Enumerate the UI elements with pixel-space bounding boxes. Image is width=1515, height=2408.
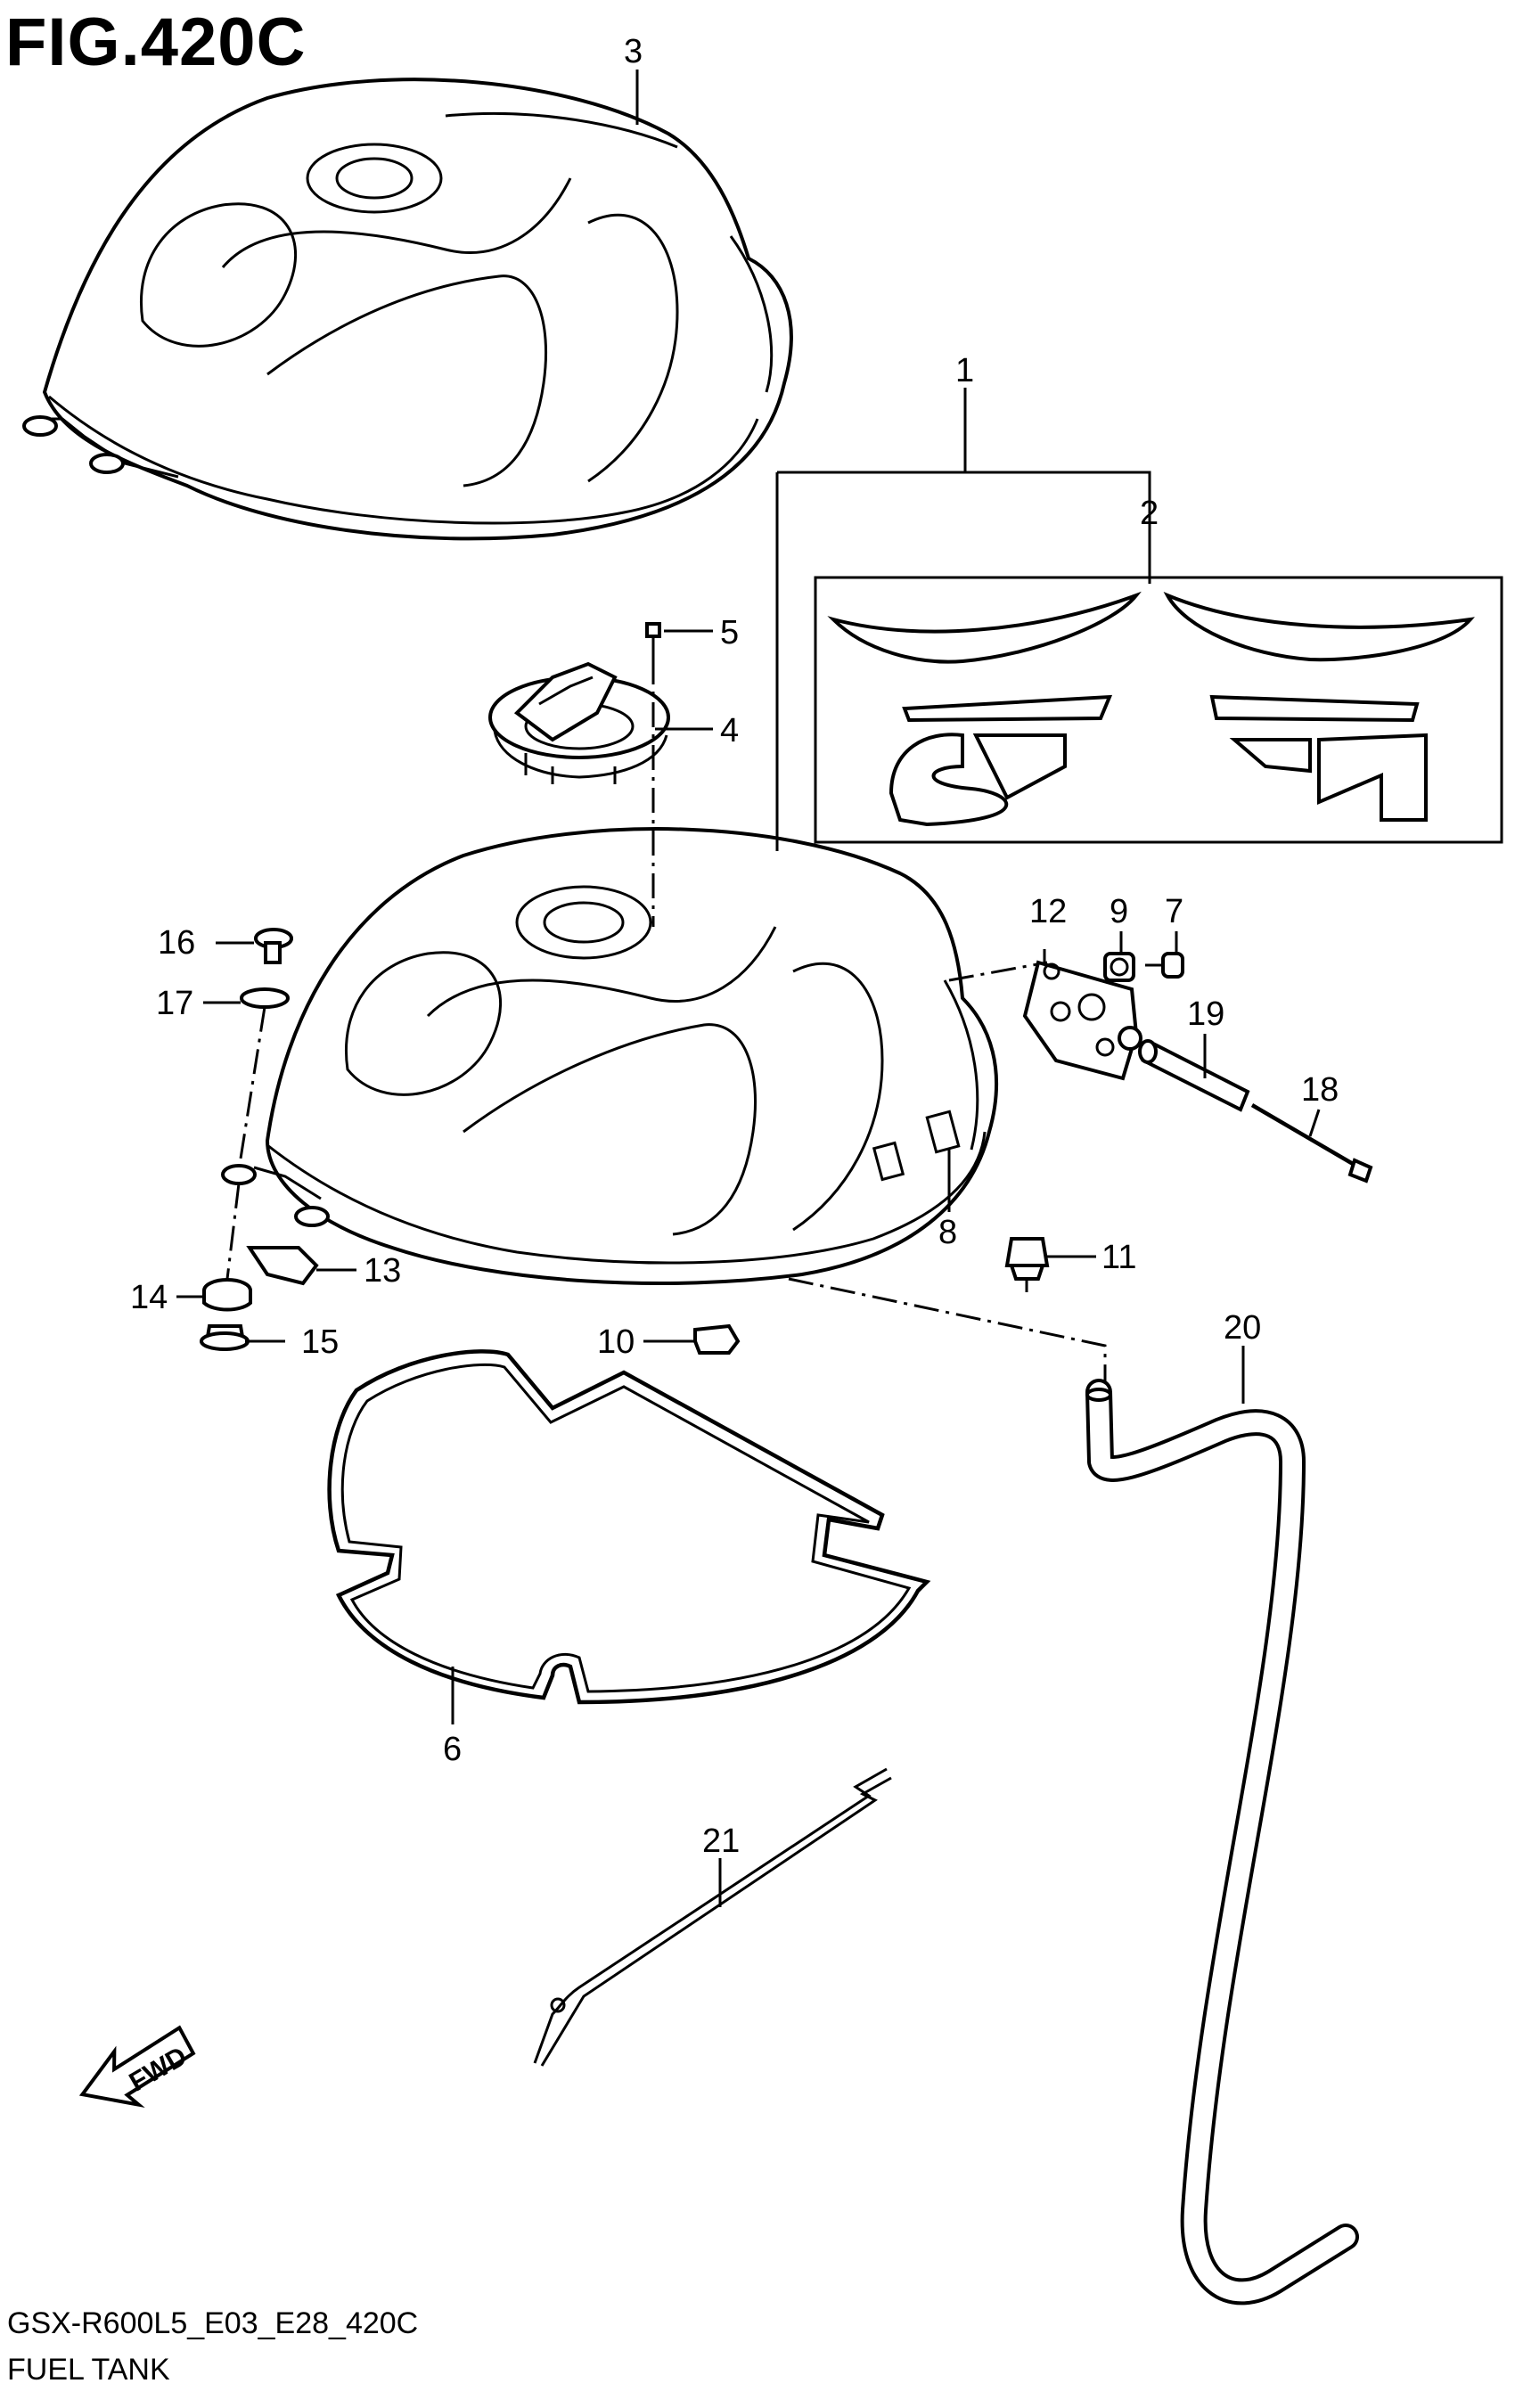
bolt-16 [254,928,293,964]
alignment-line-washer [239,1006,266,1159]
callout-5: 5 [720,614,739,651]
fuel-tank-upper [22,78,793,541]
tank-gasket [327,1349,931,1705]
callout-19: 19 [1187,995,1224,1033]
callout-4: 4 [720,712,739,749]
callout-14: 14 [130,1279,168,1316]
callout-12: 12 [1029,893,1067,930]
emblem-kit [775,471,1503,851]
callout-numbers: 3 1 2 5 4 16 17 12 9 7 19 18 8 11 13 14 … [130,33,1339,1860]
breather-hose [1085,1379,1359,2306]
callout-17: 17 [156,985,193,1022]
bolt-small [1145,952,1184,979]
callout-11: 11 [1101,1239,1136,1276]
callout-1: 1 [955,352,974,389]
callout-20: 20 [1224,1309,1261,1347]
callout-2: 2 [1140,495,1159,532]
callout-3: 3 [624,33,643,70]
callout-6: 6 [443,1731,462,1768]
grommet [200,1324,250,1351]
callout-7: 7 [1165,893,1183,930]
callout-10: 10 [597,1323,635,1361]
screw-part [645,622,661,659]
fuel-tank-lower [221,827,999,1285]
callout-16: 16 [158,924,195,962]
figure-code: GSX-R600L5_E03_E28_420C [7,2306,419,2340]
clip [246,1246,319,1286]
alignment-line-hose [788,1277,1107,1390]
callout-9: 9 [1110,893,1128,930]
collar-tube [1138,1039,1250,1112]
drain-rod [533,1767,892,2067]
alignment-line-bracket [948,961,1048,982]
washer [240,987,290,1009]
callout-8: 8 [938,1214,957,1251]
leader-lines [176,70,1321,1907]
rubber-damper [1004,1237,1050,1292]
bolt-long [1250,1103,1373,1184]
bushing-part [1103,952,1135,982]
callout-15: 15 [301,1323,339,1361]
figure-title: FIG.420C [5,4,307,80]
fuel-filler-cap [488,661,670,784]
forward-direction-arrow: FWD [78,2025,196,2108]
callout-13: 13 [364,1252,401,1290]
alignment-line-mount [225,1183,241,1280]
mounting-bracket [1022,960,1142,1081]
cushion [202,1278,252,1312]
figure-name: FUEL TANK [7,2353,170,2387]
hose-clamp [693,1323,741,1355]
callout-21: 21 [702,1822,740,1860]
callout-18: 18 [1301,1071,1339,1109]
